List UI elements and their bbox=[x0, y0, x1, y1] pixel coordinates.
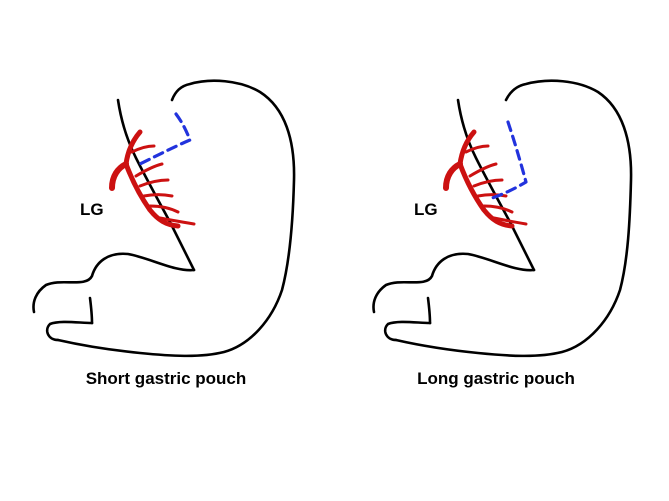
transection-line-long bbox=[490, 120, 528, 200]
vessel-label-lg-right: LG bbox=[414, 200, 438, 219]
panel-short-pouch: LG Short gastric pouch bbox=[32, 79, 296, 388]
caption-long-pouch: Long gastric pouch bbox=[417, 369, 575, 388]
left-gastric-artery bbox=[443, 129, 528, 229]
stomach-outline bbox=[372, 79, 633, 358]
vessel-label-lg-left: LG bbox=[80, 200, 104, 219]
caption-short-pouch: Short gastric pouch bbox=[86, 369, 247, 388]
panel-long-pouch: LG Long gastric pouch bbox=[372, 79, 633, 388]
left-gastric-artery bbox=[109, 129, 196, 229]
stomach-outline bbox=[32, 79, 296, 358]
transection-line-short bbox=[138, 112, 192, 166]
